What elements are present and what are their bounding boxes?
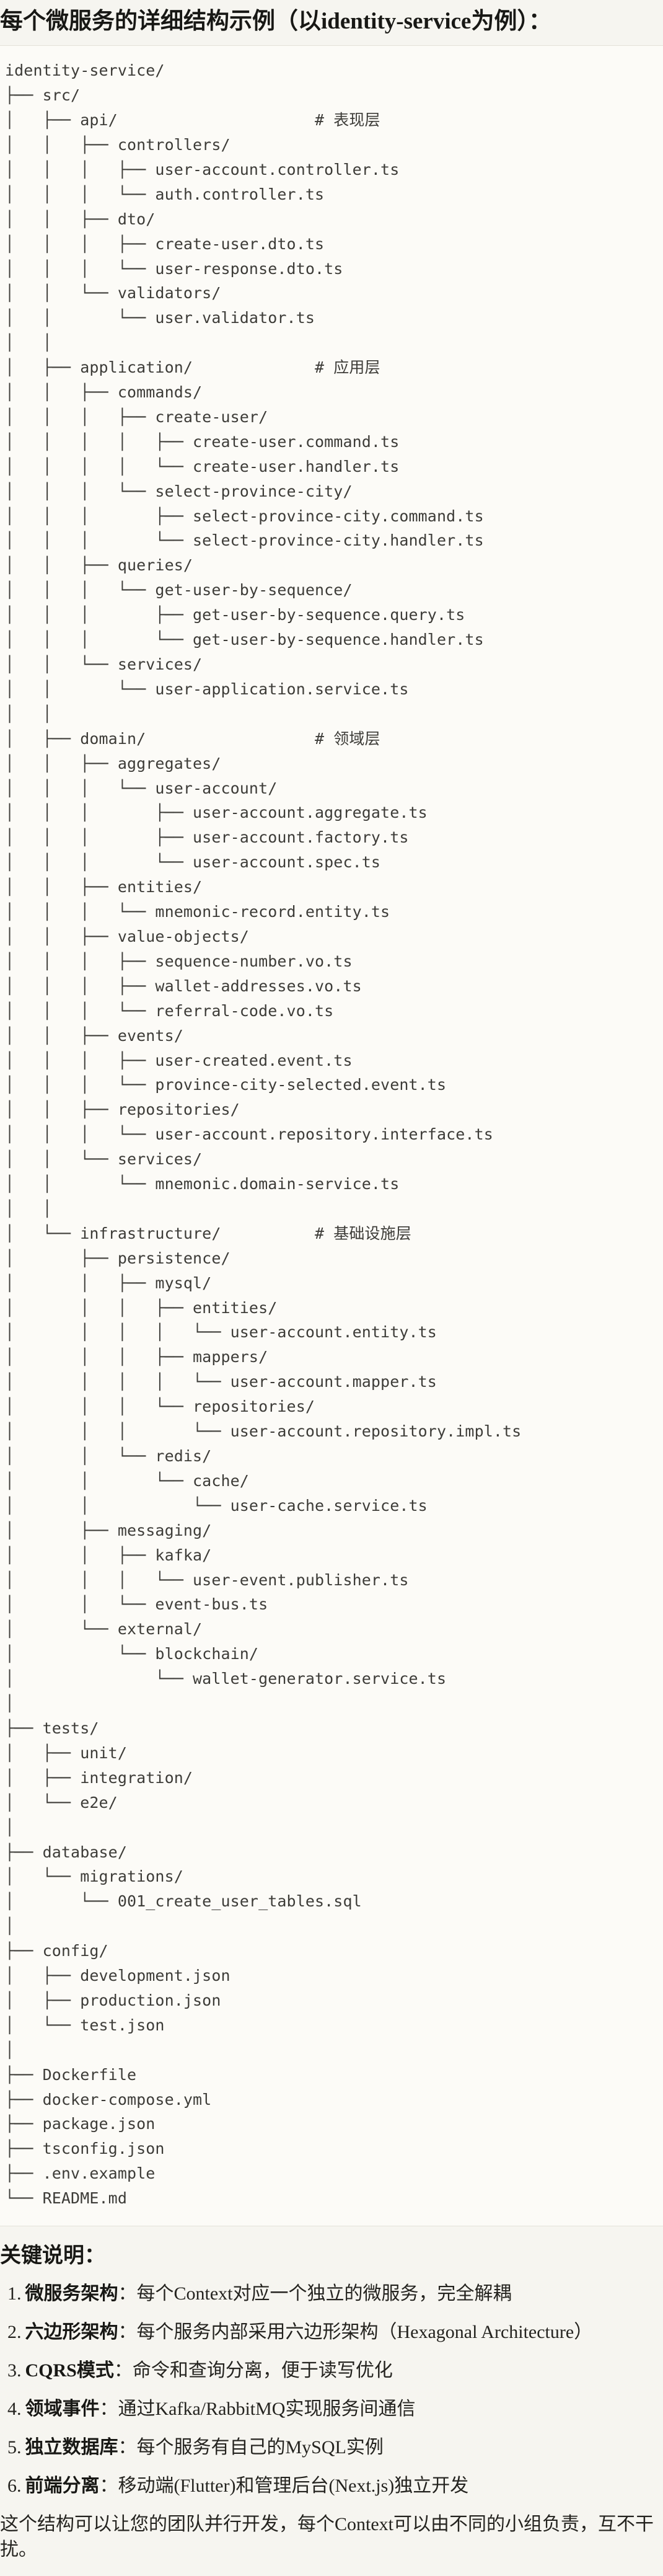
list-item-number: 2. (7, 2322, 22, 2343)
list-item-desc: ：每个服务有自己的MySQL实例 (118, 2437, 384, 2458)
list-item-desc: ：命令和查询分离，便于读写优化 (113, 2360, 393, 2381)
list-item-term: 领域事件 (25, 2399, 100, 2420)
list-item-frontend-separation: 6.前端分离：移动端(Flutter)和管理后台(Next.js)独立开发 (7, 2473, 663, 2499)
list-item-number: 6. (7, 2476, 22, 2497)
list-item-desc: ：每个服务内部采用六边形架构（Hexagonal Architecture） (118, 2322, 593, 2343)
list-item-microservice: 1.微服务架构：每个Context对应一个独立的微服务，完全解耦 (7, 2281, 663, 2306)
list-item-cqrs: 3.CQRS模式：命令和查询分离，便于读写优化 (7, 2358, 663, 2383)
notes-heading: 关键说明： (0, 2244, 105, 2268)
list-item-term: 独立数据库 (25, 2437, 118, 2458)
code-block-directory-tree: identity-service/ ├── src/ │ ├── api/ # … (0, 45, 663, 2227)
list-item-number: 1. (7, 2283, 22, 2304)
page-title: 每个微服务的详细结构示例（以identity-service为例）： (0, 9, 551, 34)
list-item-independent-db: 5.独立数据库：每个服务有自己的MySQL实例 (7, 2435, 663, 2460)
list-item-number: 5. (7, 2437, 22, 2458)
list-item-term: 微服务架构 (25, 2283, 118, 2304)
list-item-term: 前端分离 (25, 2476, 100, 2497)
list-item-desc: ：每个Context对应一个独立的微服务，完全解耦 (118, 2283, 512, 2304)
list-item-hexagonal: 2.六边形架构：每个服务内部采用六边形架构（Hexagonal Architec… (7, 2319, 663, 2345)
list-item-term: 六边形架构 (25, 2322, 118, 2343)
list-item-term: CQRS模式 (25, 2360, 114, 2381)
list-item-domain-events: 4.领域事件：通过Kafka/RabbitMQ实现服务间通信 (7, 2396, 663, 2422)
list-item-desc: ：移动端(Flutter)和管理后台(Next.js)独立开发 (99, 2476, 469, 2497)
list-item-number: 4. (7, 2399, 22, 2420)
notes-list: 1.微服务架构：每个Context对应一个独立的微服务，完全解耦 2.六边形架构… (0, 2281, 663, 2499)
list-item-desc: ：通过Kafka/RabbitMQ实现服务间通信 (99, 2399, 416, 2420)
closing-paragraph: 这个结构可以让您的团队并行开发，每个Context可以由不同的小组负责，互不干扰… (0, 2514, 654, 2561)
list-item-number: 3. (7, 2360, 22, 2381)
